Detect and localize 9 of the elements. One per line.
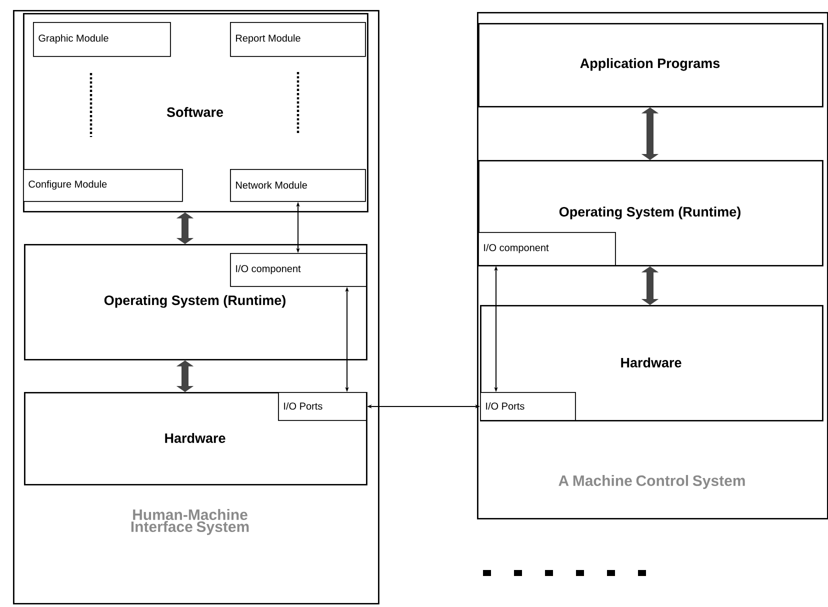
module-box: Network Module bbox=[230, 169, 366, 202]
port-box: I/O Ports bbox=[278, 392, 367, 421]
module-box: Configure Module bbox=[23, 169, 183, 202]
component-box: I/O component bbox=[478, 232, 616, 266]
layer-box: Application Programs bbox=[478, 23, 824, 108]
port-box: I/O Ports bbox=[480, 392, 576, 421]
module-box: Report Module bbox=[230, 22, 366, 57]
component-box: I/O component bbox=[230, 253, 367, 287]
module-box: Graphic Module bbox=[33, 22, 171, 57]
